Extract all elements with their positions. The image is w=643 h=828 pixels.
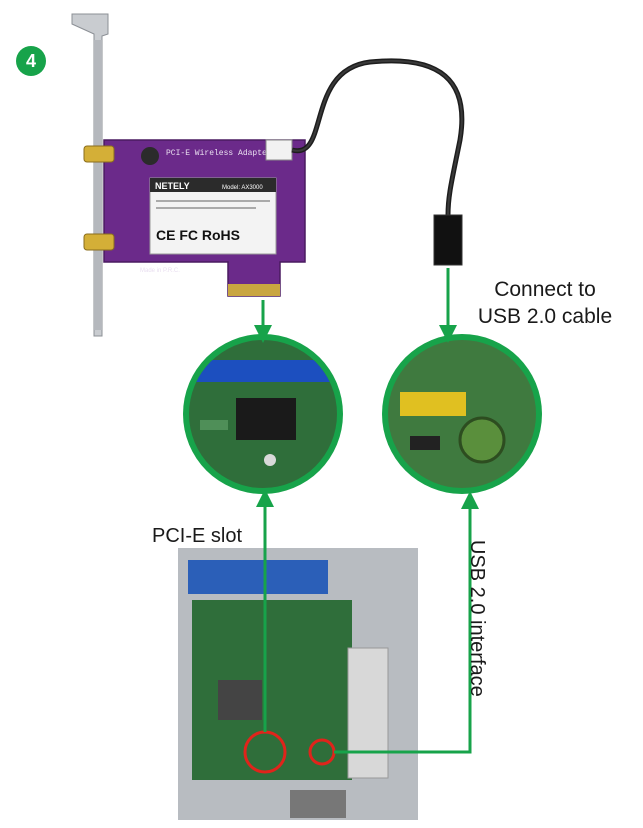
cert-marks: CE FC RoHS (156, 227, 240, 243)
card-title-print: PCI-E Wireless Adapter (166, 149, 272, 158)
pcie-slot-zoom (183, 334, 343, 494)
step-number-badge: 4 (16, 46, 46, 76)
usb-interface-label: USB 2.0 interface (466, 540, 488, 697)
brand-label: NETELY (155, 181, 190, 191)
connect-line-2: USB 2.0 cable (477, 305, 613, 328)
usb-header-socket (265, 139, 293, 161)
connect-usb-label: Connect to USB 2.0 cable (470, 276, 620, 330)
model-label: Model: AX3000 (222, 185, 263, 191)
antenna-connector (83, 233, 115, 251)
antenna-connector (83, 145, 159, 165)
usb-header-zoom (382, 334, 542, 494)
origin-print: Made in P.R.C. (140, 268, 180, 274)
pc-chassis-photo (178, 548, 418, 820)
usb-cable (291, 58, 465, 266)
metal-bracket (71, 13, 109, 337)
pcie-slot-label: PCI-E slot (152, 525, 243, 547)
usb-cable-plug (433, 214, 463, 266)
connect-line-1: Connect to (494, 278, 596, 301)
wireless-adapter-card: PCI-E Wireless Adapter NETELY Model: AX3… (83, 139, 306, 297)
model-sticker: NETELY Model: AX3000 CE FC RoHS (149, 177, 277, 255)
usb-interface-arrow (334, 491, 479, 754)
